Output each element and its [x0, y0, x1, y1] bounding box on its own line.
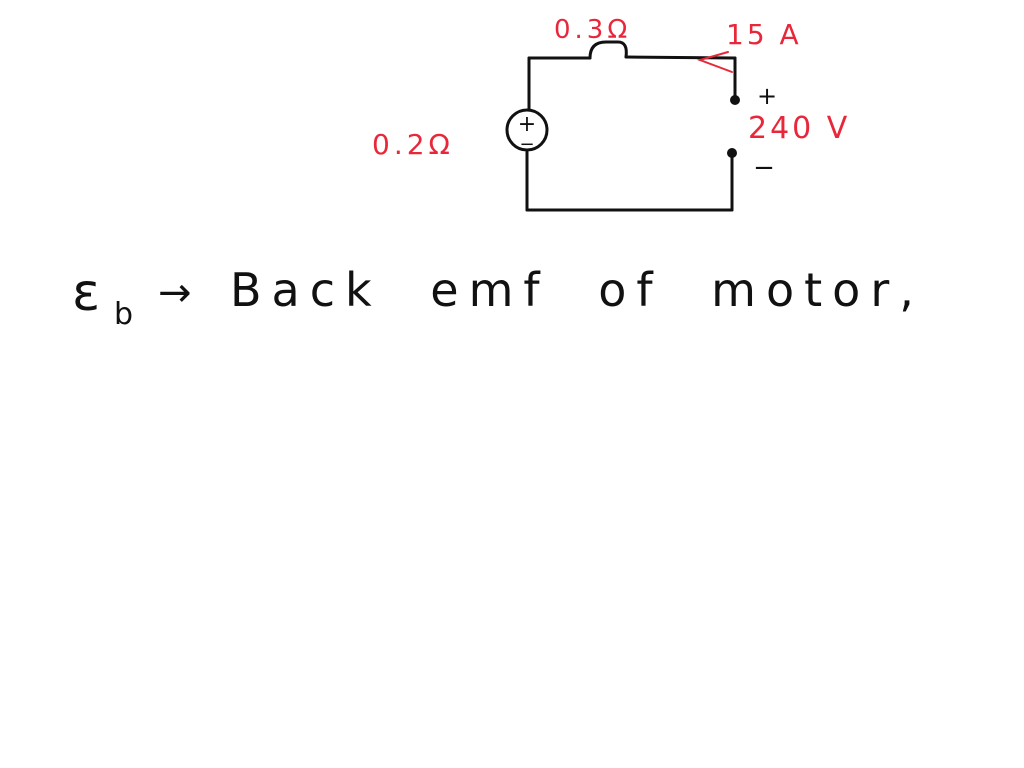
emf-subscript: b	[114, 297, 133, 332]
back-emf-note: ε b → Back emf of motor,	[72, 263, 924, 332]
arrow-icon: →	[158, 270, 192, 316]
source-resistance-label: 0.2Ω	[372, 128, 454, 161]
series-resistor	[588, 40, 628, 60]
note-text: Back emf of motor,	[230, 263, 924, 317]
circuit-wires	[525, 55, 737, 212]
emf-symbol: ε	[72, 263, 100, 323]
current-arrow-icon	[696, 51, 733, 73]
voltage-source: + −	[505, 108, 549, 155]
minus-terminal-label: −	[753, 153, 775, 183]
source-plus-sign: +	[518, 112, 536, 137]
current-label: 15 A	[726, 18, 802, 51]
negative-terminal-dot	[727, 148, 737, 158]
positive-terminal-dot	[730, 95, 740, 105]
plus-terminal-label: +	[757, 82, 777, 110]
source-minus-sign: −	[519, 134, 534, 155]
series-resistance-label: 0.3Ω	[554, 15, 631, 45]
top-wire-right	[624, 55, 737, 60]
voltage-source-circle	[505, 108, 549, 152]
voltage-label: 240 V	[748, 111, 850, 146]
